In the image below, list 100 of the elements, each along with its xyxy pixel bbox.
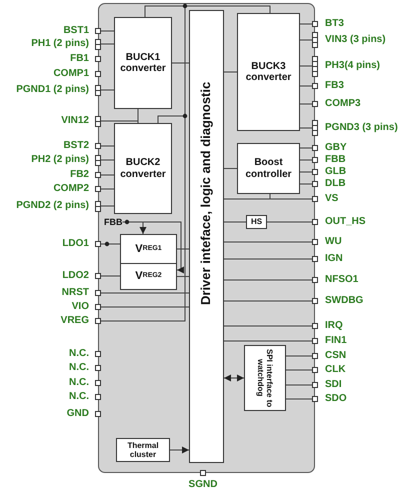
interface-block: SPI interface to watchdog	[244, 345, 286, 411]
pin-icon	[312, 298, 318, 304]
pin-label: FB1	[70, 53, 89, 65]
pin-icon	[95, 56, 101, 62]
pin-icon	[312, 338, 318, 344]
pin-icon	[95, 394, 101, 400]
connector-line	[176, 276, 190, 277]
pin-label: SGND	[188, 479, 218, 491]
logic-block: Driver inteface, logic and diagnostic	[189, 10, 224, 463]
pin-icon	[312, 169, 318, 175]
connector-line	[100, 116, 186, 322]
connector-line	[100, 292, 190, 294]
pin-icon	[312, 21, 318, 27]
arrow	[140, 222, 146, 234]
connector-line	[286, 398, 312, 400]
converter-block: BUCK1 converter	[114, 17, 172, 109]
connector-line	[224, 340, 312, 342]
connector-line	[100, 306, 190, 308]
pin-label: PGND2 (2 pins)	[16, 200, 89, 212]
pin-label: COMP1	[53, 68, 89, 80]
function-block: Thermal cluster	[116, 438, 170, 462]
pin-label: VIN3 (3 pins)	[325, 34, 386, 46]
pin-icon	[312, 196, 318, 202]
pin-label: N.C.	[69, 348, 89, 360]
pin-label: FBB	[325, 154, 346, 166]
pin-label: GND	[66, 408, 89, 420]
connector-line	[224, 258, 312, 260]
pin-label: GLB	[325, 166, 346, 178]
pin-icon	[312, 277, 318, 283]
converter-block: BUCK2 converter	[114, 123, 172, 214]
pin-icon	[312, 157, 318, 163]
pin-icon	[95, 28, 101, 34]
pin-icon	[95, 116, 101, 126]
pin-label: VREG	[60, 315, 89, 327]
pin-icon	[95, 273, 101, 279]
pin-icon	[95, 304, 101, 310]
pin-label: WU	[325, 236, 342, 248]
pin-icon	[312, 382, 318, 388]
pin-icon	[200, 470, 206, 476]
signal-label: FBB	[104, 217, 122, 227]
pin-icon	[95, 172, 101, 178]
pin-icon	[95, 71, 101, 77]
pin-icon	[95, 186, 101, 192]
connector-line	[100, 188, 114, 190]
pin-label: PGND1 (2 pins)	[16, 84, 89, 96]
pin-icon	[95, 365, 101, 371]
connector-line	[224, 168, 238, 169]
arrow	[170, 446, 190, 454]
arrow	[224, 374, 244, 382]
pin-label: VIO	[72, 301, 89, 313]
pin-label: DLB	[325, 178, 346, 190]
connector-line	[100, 120, 138, 122]
connector-line	[184, 6, 270, 14]
pin-icon	[312, 32, 318, 48]
pin-icon	[312, 353, 318, 359]
pin-icon	[95, 290, 101, 296]
pin-icon	[95, 38, 101, 50]
pin-icon	[95, 84, 101, 96]
pin-icon	[312, 256, 318, 262]
connector-line	[184, 6, 186, 116]
pin-icon	[312, 83, 318, 89]
pin-label: GBY	[325, 142, 347, 154]
pin-label: SDO	[325, 393, 347, 405]
pin-icon	[95, 200, 101, 212]
pin-label: CSN	[325, 350, 346, 362]
switch-block: HS	[246, 215, 267, 229]
pin-label: VIN12	[61, 115, 89, 127]
pin-label: PH3(4 pins)	[325, 60, 380, 72]
connector-line	[100, 174, 114, 176]
pin-icon	[95, 241, 101, 247]
pin-icon	[95, 351, 101, 357]
pin-label: PH1 (2 pins)	[31, 38, 89, 50]
pin-label: PH2 (2 pins)	[31, 154, 89, 166]
pin-label: IGN	[325, 253, 343, 265]
pin-icon	[312, 239, 318, 245]
controller-block: Boost controller	[237, 143, 300, 194]
pin-label: LDO1	[62, 238, 89, 250]
pin-label: FIN1	[325, 335, 347, 347]
pin-label: NRST	[62, 287, 89, 299]
pin-label: PGND3 (3 pins)	[325, 122, 398, 134]
connector-line	[224, 300, 312, 302]
pin-label: N.C.	[69, 377, 89, 389]
pin-icon	[95, 154, 101, 166]
pin-icon	[95, 380, 101, 386]
pin-icon	[312, 181, 318, 187]
pin-label: BST2	[63, 140, 89, 152]
pin-label: BT3	[325, 18, 344, 30]
pin-icon	[312, 120, 318, 136]
pin-icon	[312, 101, 318, 107]
pin-label: CLK	[325, 364, 346, 376]
connector-line	[176, 248, 190, 250]
pin-icon	[95, 318, 101, 324]
pin-label: IRQ	[325, 320, 343, 332]
connector-line	[286, 384, 312, 386]
pin-icon	[95, 411, 101, 417]
pin-icon	[312, 56, 318, 76]
pin-icon	[312, 219, 318, 225]
connector-line	[172, 62, 190, 64]
pin-label: NFSO1	[325, 274, 358, 286]
pin-label: FB3	[325, 80, 344, 92]
